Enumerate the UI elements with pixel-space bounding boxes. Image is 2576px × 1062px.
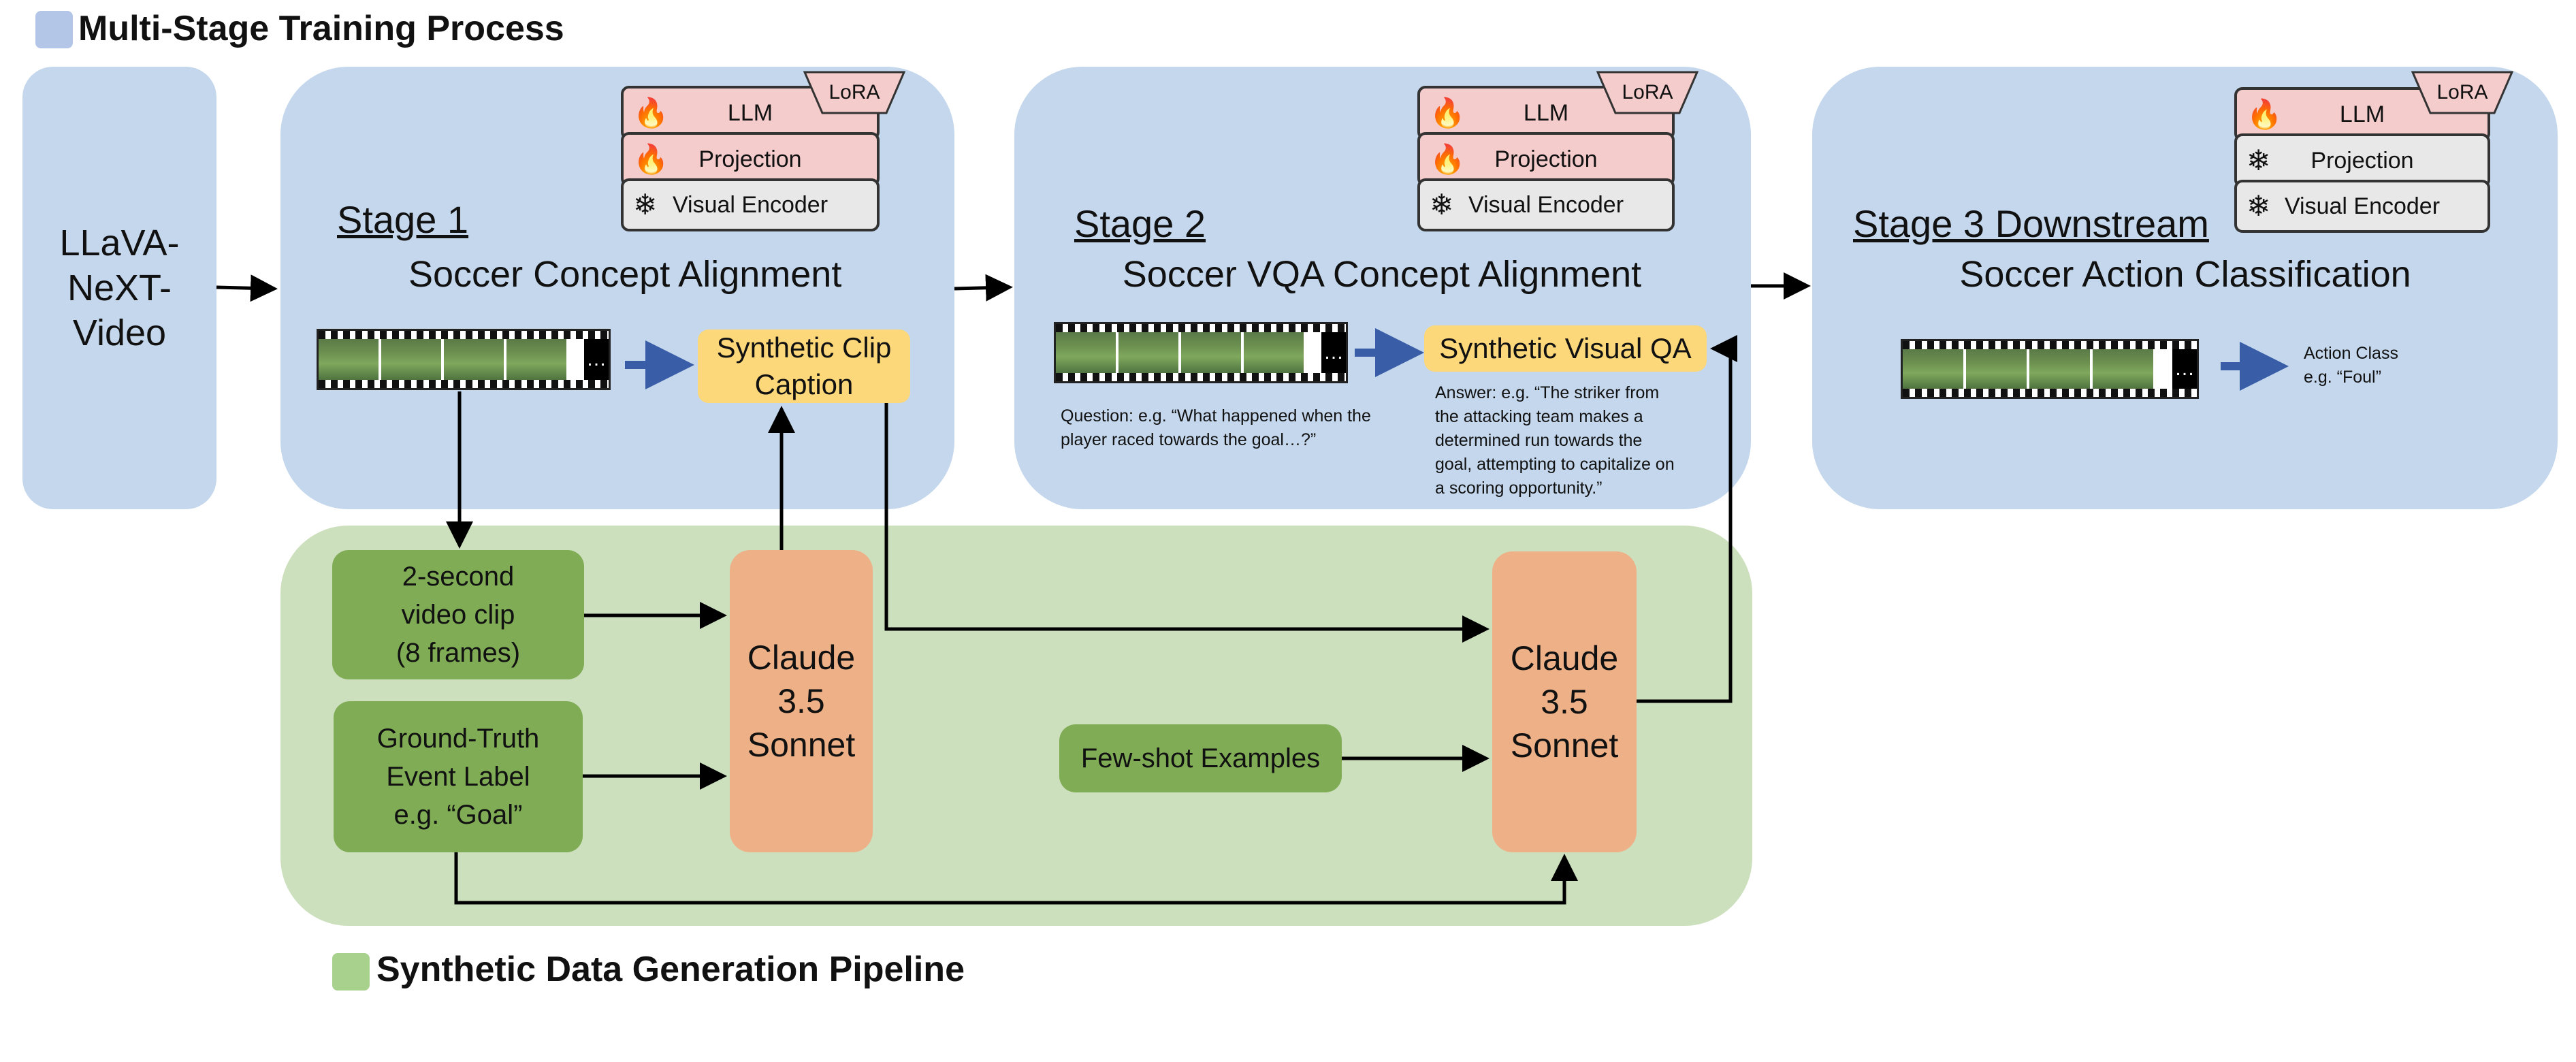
stage-3-lora-tag: LoRA: [2411, 71, 2513, 114]
stage-2-subtitle: Soccer VQA Concept Alignment: [1122, 254, 1642, 295]
filmstrip-more: …: [2172, 349, 2197, 389]
lora-label: LoRA: [828, 81, 880, 103]
snowflake-icon: ❄: [2247, 190, 2271, 222]
layer-label: Visual Encoder: [1468, 191, 1624, 218]
stage-3-action-class-output: Action Class e.g. “Foul”: [2304, 344, 2398, 387]
lora-trapezoid: [2411, 71, 2513, 114]
synthetic-visual-qa: Synthetic Visual QA: [1424, 325, 1707, 372]
stage-3-subtitle: Soccer Action Classification: [1959, 254, 2411, 295]
few-shot-examples-box: Few-shot Examples: [1059, 724, 1342, 792]
claude-sonnet-vqa-generator: Claude 3.5 Sonnet: [1492, 551, 1637, 852]
layer-label: Projection: [698, 146, 802, 172]
flame-icon: 🔥: [2247, 98, 2283, 130]
layer-label: LLM: [1523, 99, 1569, 126]
lora-label: LoRA: [1622, 81, 1673, 103]
filmstrip-more: …: [584, 339, 609, 380]
legend-swatch-pipeline: [332, 953, 370, 991]
stage-1-title: Stage 1: [337, 198, 469, 241]
stage-1-model-stack: 🔥 LLM 🔥 Projection ❄ Visual Encoder: [621, 86, 880, 231]
layer-label: Projection: [2311, 147, 2414, 174]
legend-swatch-training: [35, 11, 73, 48]
layer-label: LLM: [2339, 101, 2385, 127]
stage-1-video-filmstrip: …: [317, 329, 611, 390]
arrow-stage1-to-stage2: [954, 274, 1013, 302]
arrow-caption-to-claude2: [884, 403, 1490, 643]
stage-3-model-stack: 🔥 LLM ❄ Projection ❄ Visual Encoder: [2234, 87, 2490, 233]
arrow-claude2-to-vqa: [1637, 335, 1737, 703]
stage-2-projection-layer: 🔥 Projection: [1417, 132, 1675, 187]
stage-2-visual-encoder-layer: ❄ Visual Encoder: [1417, 178, 1675, 231]
stage-2-model-stack: 🔥 LLM 🔥 Projection ❄ Visual Encoder: [1417, 86, 1675, 231]
flame-icon: 🔥: [1430, 143, 1466, 175]
ground-truth-event-label-box: Ground-Truth Event Label e.g. “Goal”: [334, 701, 583, 852]
stage-2-question-example: Question: e.g. “What happened when the p…: [1061, 406, 1371, 449]
snowflake-icon: ❄: [633, 189, 658, 221]
filmstrip-more: …: [1321, 332, 1346, 373]
layer-label: Projection: [1494, 146, 1598, 172]
lora-trapezoid: [803, 71, 905, 114]
layer-label: LLM: [727, 99, 773, 126]
stage-1-subtitle: Soccer Concept Alignment: [408, 254, 842, 295]
legend-training-label: Multi-Stage Training Process: [78, 9, 564, 48]
layer-label: Visual Encoder: [2284, 193, 2441, 219]
flame-icon: 🔥: [633, 143, 669, 175]
two-second-video-clip-box: 2-second video clip (8 frames): [332, 550, 584, 679]
flame-icon: 🔥: [633, 97, 669, 129]
stage-2-lora-tag: LoRA: [1596, 71, 1698, 114]
snowflake-icon: ❄: [1430, 189, 1454, 221]
stage-3-visual-encoder-layer: ❄ Visual Encoder: [2234, 180, 2490, 233]
stage-1-lora-tag: LoRA: [803, 71, 905, 114]
arrow-base-to-stage1: [216, 274, 278, 302]
stage-3-projection-layer: ❄ Projection: [2234, 133, 2490, 188]
legend-pipeline-label: Synthetic Data Generation Pipeline: [376, 950, 965, 989]
stage-3-title: Stage 3 Downstream: [1853, 202, 2209, 245]
flame-icon: 🔥: [1430, 97, 1466, 129]
synthetic-clip-caption: Synthetic Clip Caption: [698, 329, 910, 403]
lora-label: LoRA: [2436, 81, 2488, 103]
stage-2-video-filmstrip: …: [1054, 322, 1348, 383]
layer-label: Visual Encoder: [672, 191, 828, 218]
snowflake-icon: ❄: [2247, 144, 2271, 176]
arrow-gt-to-claude2: [454, 852, 1578, 905]
stage-2-answer-example: Answer: e.g. “The striker from the attac…: [1435, 383, 1675, 498]
lora-trapezoid: [1596, 71, 1698, 114]
stage-2-title: Stage 2: [1074, 202, 1206, 245]
stage-1-visual-encoder-layer: ❄ Visual Encoder: [621, 178, 880, 231]
stage-1-projection-layer: 🔥 Projection: [621, 132, 880, 187]
base-model-llava-next-video: LLaVA- NeXT- Video: [22, 67, 216, 509]
claude-sonnet-caption-generator: Claude 3.5 Sonnet: [730, 550, 873, 852]
stage-3-video-filmstrip: …: [1901, 339, 2199, 399]
